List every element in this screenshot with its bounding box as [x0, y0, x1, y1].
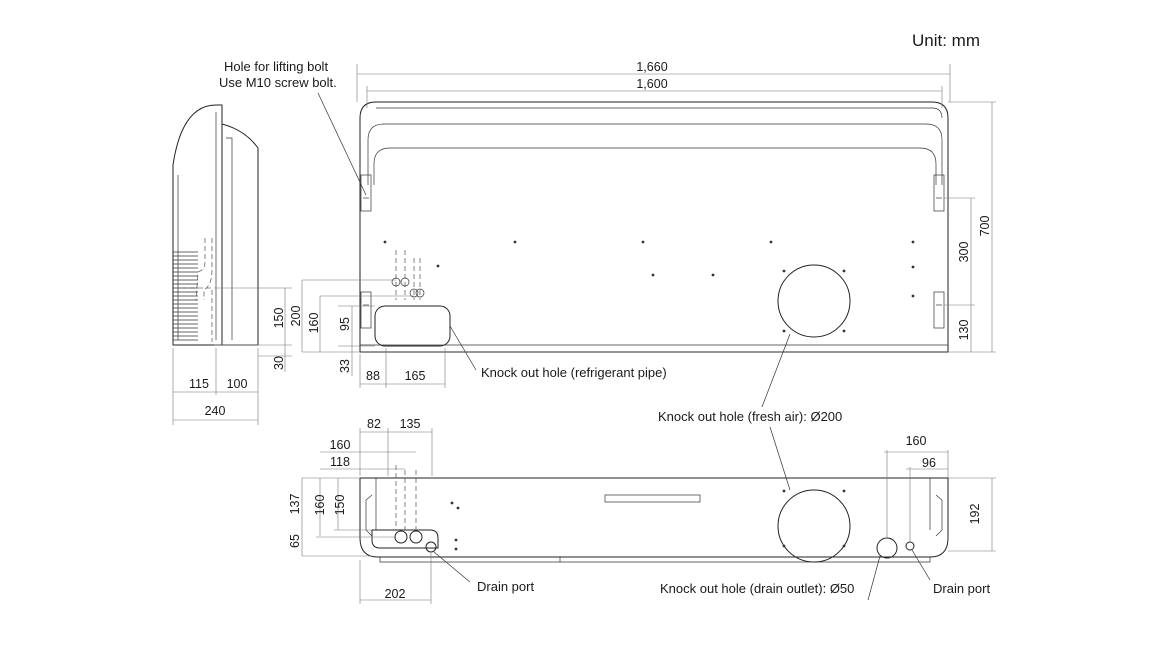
lifting-bolt-label-line1: Hole for lifting bolt [224, 59, 328, 74]
dim-side-depth: 240 [205, 404, 226, 418]
dim-front-slot-spacing: 300 [957, 242, 971, 263]
fresh-air-knockout [777, 264, 851, 338]
dim-side-100: 100 [227, 377, 248, 391]
dim-bottom-right-96: 96 [922, 456, 936, 470]
front-view-outline [359, 101, 949, 353]
lifting-bolt-leader [317, 92, 367, 196]
front-view-screw-holes [383, 240, 915, 333]
front-view-top-edge [376, 107, 943, 119]
drain-outlet-leader [867, 555, 881, 601]
drain-port-left-leader [433, 551, 471, 583]
dim-front-pipe-160: 160 [307, 313, 321, 334]
pipe-connector-block [371, 529, 439, 549]
drain-outlet-knockout [876, 537, 898, 559]
dim-front-width-overall: 1,660 [636, 60, 667, 74]
drain-outlet-knockout-label: Knock out hole (drain outlet): Ø50 [660, 581, 854, 596]
side-view-rear-panel [172, 104, 223, 346]
lifting-bolt-label-line2: Use M10 screw bolt. [219, 75, 337, 90]
dim-side-150: 150 [272, 308, 286, 329]
unit-label: Unit: mm [912, 31, 980, 50]
fresh-air-leader-down [769, 426, 791, 491]
side-view-hidden-pipe [203, 238, 213, 300]
dim-side-30: 30 [272, 356, 286, 370]
dim-bottom-150-vertical: 150 [333, 495, 347, 516]
side-view-inner-line [226, 137, 233, 340]
refrigerant-leader [449, 325, 477, 371]
drain-port-left [425, 541, 437, 553]
dim-bottom-160: 160 [330, 438, 351, 452]
front-view-upper-curve [367, 123, 943, 185]
drain-outlet-callout: Knock out hole (drain outlet): Ø50 [660, 555, 881, 601]
bottom-view-slot [604, 494, 701, 503]
refrigerant-pipe-knockout [374, 305, 451, 347]
side-view-hidden-outline [182, 287, 213, 342]
dim-bottom-118: 118 [330, 455, 350, 469]
side-view: 150 30 115 100 240 [172, 104, 292, 425]
lifting-bolt-slot [933, 291, 945, 329]
drain-port-right-label: Drain port [933, 581, 990, 596]
dim-bottom-135: 135 [400, 417, 421, 431]
side-view-grille [173, 251, 198, 341]
lifting-bolt-callout: Hole for lifting bolt Use M10 screw bolt… [219, 59, 367, 196]
front-view-lower-curve [373, 147, 937, 185]
lifting-bolt-slot [360, 291, 372, 329]
drain-port-right-leader [911, 549, 931, 581]
drain-port-right-callout: Drain port [911, 549, 990, 596]
front-view: 1,660 1,600 700 300 130 200 160 95 33 88… [289, 60, 996, 388]
side-view-front-panel [221, 123, 259, 346]
dim-bottom-82: 82 [367, 417, 381, 431]
bottom-view-base [379, 557, 931, 563]
lifting-bolt-slot [360, 174, 372, 212]
pipe-port [394, 530, 408, 544]
fresh-air-leader-up [761, 333, 791, 408]
dim-front-width-body: 1,600 [636, 77, 667, 91]
dim-front-slot-bottom: 130 [957, 320, 971, 341]
pipe-port [409, 530, 423, 544]
side-view-hidden-pipe [195, 238, 206, 301]
dim-bottom-137: 137 [288, 494, 302, 515]
bottom-view: 82 135 160 118 137 65 160 150 202 160 96 [288, 417, 996, 604]
refrigerant-knockout-callout: Knock out hole (refrigerant pipe) [449, 325, 667, 380]
fresh-air-knockout-bottom [777, 489, 851, 563]
drain-port-left-callout: Drain port [433, 551, 534, 594]
dim-bottom-right-160: 160 [906, 434, 927, 448]
fresh-air-callout: Knock out hole (fresh air): Ø200 [658, 333, 842, 491]
dim-front-pipe-95: 95 [338, 317, 352, 331]
dim-bottom-65: 65 [288, 534, 302, 548]
dim-bottom-202: 202 [385, 587, 406, 601]
refrigerant-knockout-label: Knock out hole (refrigerant pipe) [481, 365, 667, 380]
dim-bottom-160-vertical: 160 [313, 495, 327, 516]
dim-front-pipe-165: 165 [405, 369, 426, 383]
dim-side-115: 115 [189, 377, 209, 391]
dim-front-pipe-88: 88 [366, 369, 380, 383]
dim-front-height: 700 [978, 216, 992, 237]
lifting-bolt-slot [933, 174, 945, 212]
dim-front-pipe-33: 33 [338, 359, 352, 373]
dim-bottom-right-192: 192 [968, 504, 982, 525]
drain-port-right [905, 541, 915, 551]
fresh-air-knockout-label: Knock out hole (fresh air): Ø200 [658, 409, 842, 424]
drain-port-left-label: Drain port [477, 579, 534, 594]
bottom-view-outline [359, 477, 949, 558]
dim-front-pipe-height: 200 [289, 306, 303, 327]
